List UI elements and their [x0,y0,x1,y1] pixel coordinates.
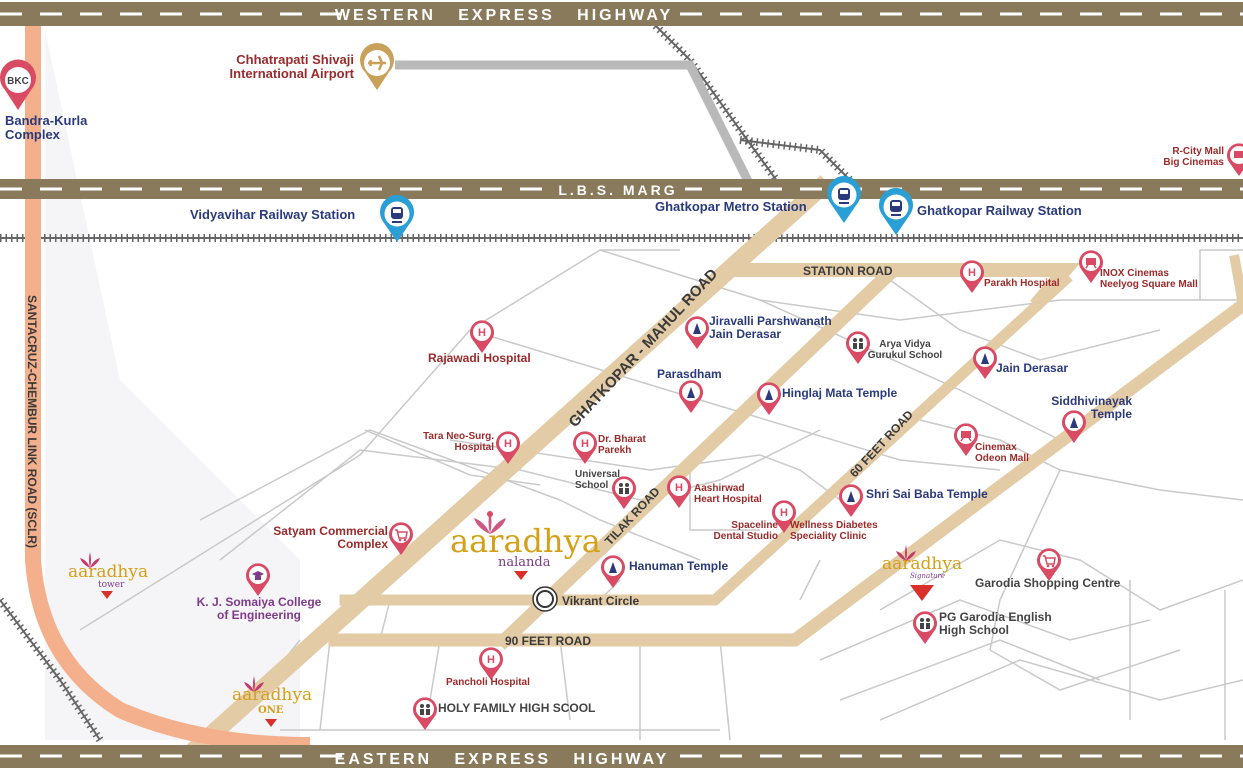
sai-baba-temple-label: Shri Sai Baba Temple [866,487,988,501]
bkc-marker-icon: BKC [0,59,37,110]
metro-train-icon [827,176,861,223]
vikrant-circle-label: Vikrant Circle [562,594,639,608]
temple-icon [679,380,703,413]
svg-text:H: H [968,267,976,279]
parasdham-label: Parasdham [657,367,722,381]
tower-sub: tower [98,580,125,590]
nalanda-brand: aaradhya [450,522,601,560]
ghatkopar-metro-label: Ghatkopar Metro Station [655,199,807,214]
vikrant-circle-marker [532,586,558,612]
school-icon [413,697,437,730]
railway-tracks [0,7,1243,743]
signature-brand: aaradhya [882,554,963,574]
western-express-highway-label: WESTERN EXPRESS HIGHWAY [335,7,673,24]
one-sub: ONE [258,705,284,716]
eastern-express-highway-label: EASTERN EXPRESS HIGHWAY [335,751,670,768]
railway-train-icon [879,188,913,235]
project-aaradhya-one[interactable]: aaradhya ONE [230,674,316,730]
sclr-label: SANTACRUZ-CHEMBUR LINK ROAD (SCLR) [25,295,39,548]
airport-road [395,60,755,188]
temple-icon [839,484,863,517]
hospital-icon: H [470,320,494,353]
pancholi-hospital-label: Pancholi Hospital [446,677,530,688]
hospital-icon: H [667,475,691,508]
tara-hospital-label: Tara Neo-Surg.Hospital [423,431,494,453]
cinema-icon [954,423,978,456]
hospital-icon: H [479,647,503,680]
project-aaradhya-nalanda[interactable]: aaradhya nalanda [448,504,601,584]
jain-derasar-label: Jain Derasar [996,361,1069,375]
lotus-logo-icon [80,552,113,599]
temple-icon [757,382,781,415]
garodia-shopping-label: Garodia Shopping Centre [975,576,1121,590]
hanuman-temple-label: Hanuman Temple [629,559,729,573]
sclr-road [25,20,311,753]
one-brand: aaradhya [232,685,313,705]
train-icon [380,195,414,242]
signature-sub: Signature [910,572,946,580]
temple-icon [601,555,625,588]
hospital-icon: H [960,260,984,293]
school-icon [913,611,937,644]
temple-icon [685,316,709,349]
school-icon [612,476,636,509]
main-roads [187,175,1243,758]
lotus-logo-icon [896,545,934,601]
hospital-icon: H [573,431,597,464]
temple-icon [1062,410,1086,443]
hospital-icon: H [772,500,796,533]
svg-text:H: H [478,327,486,339]
svg-text:H: H [504,438,512,450]
svg-text:H: H [675,482,683,494]
lotus-logo-icon [244,676,277,727]
school-icon [846,331,870,364]
shopping-cart-icon [1037,548,1061,581]
station-road-label: STATION ROAD [803,264,893,278]
cinema-icon [1079,250,1103,283]
shopping-cart-icon [389,522,413,555]
cinema-icon [1227,143,1243,176]
vidyavihar-station-label: Vidyavihar Railway Station [190,207,356,222]
svg-text:H: H [780,507,788,519]
lotus-logo-icon [474,510,528,580]
project-aaradhya-signature[interactable]: aaradhya Signature [880,543,970,605]
airplane-icon [360,42,394,90]
ninety-feet-road-label: 90 FEET ROAD [505,634,591,648]
project-aaradhya-tower[interactable]: aaradhya tower [66,550,152,602]
tower-brand: aaradhya [68,562,149,582]
svg-text:H: H [581,438,589,450]
ghatkopar-railway-label: Ghatkopar Railway Station [917,203,1082,218]
holy-family-label: HOLY FAMILY HIGH SCOOL [438,701,596,715]
bkc-badge: BKC [7,76,29,87]
parakh-hospital-label: Parakh Hospital [984,278,1060,289]
graduation-cap-icon [246,563,270,596]
lbs-marg-label: L.B.S. MARG [558,182,677,198]
rajawadi-hospital-label: Rajawadi Hospital [428,351,531,365]
hospital-icon: H [496,431,520,464]
nalanda-sub: nalanda [498,555,551,570]
svg-text:H: H [487,654,495,666]
hinglaj-mata-label: Hinglaj Mata Temple [782,386,898,400]
temple-icon [973,346,997,379]
